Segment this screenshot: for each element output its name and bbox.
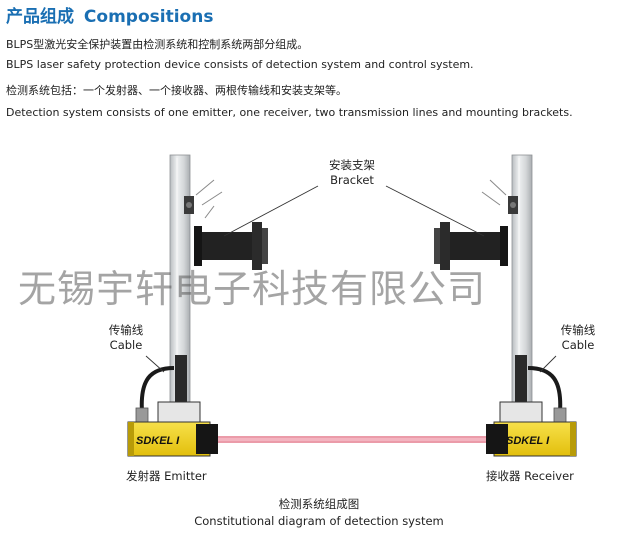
right-cable <box>527 366 563 413</box>
cable-right-cn: 传输线 <box>560 323 596 337</box>
desc-line-3: 检测系统包括：一个发射器、一个接收器、两根传输线和安装支架等。 <box>6 84 347 97</box>
emitter-label: 发射器 Emitter <box>126 469 207 483</box>
title-en: Compositions <box>83 7 214 27</box>
diagram-caption-en: Constitutional diagram of detection syst… <box>194 514 444 528</box>
desc-line-1: BLPS型激光安全保护装置由检测系统和控制系统两部分组成。 <box>6 38 309 51</box>
receiver-brand: SDKEL I <box>506 435 550 447</box>
emitter-brand: SDKEL I <box>136 435 180 447</box>
emitter-unit <box>127 421 218 457</box>
title-cn: 产品组成 <box>6 7 74 27</box>
desc-line-4: Detection system consists of one emitter… <box>6 106 573 119</box>
cable-label-left: 传输线 Cable <box>96 323 156 353</box>
desc-line-2: BLPS laser safety protection device cons… <box>6 58 474 71</box>
section-title: 产品组成 Compositions <box>6 2 213 27</box>
right-column <box>511 154 533 421</box>
right-bracket <box>434 179 518 270</box>
cable-left-en: Cable <box>109 338 143 352</box>
bracket-leader-left <box>223 185 319 237</box>
bracket-leader-right <box>385 185 485 237</box>
bracket-label-cn: 安装支架 <box>329 158 375 172</box>
cable-right-en: Cable <box>561 338 595 352</box>
bracket-label-en: Bracket <box>330 173 374 187</box>
bracket-label: 安装支架 Bracket <box>310 158 394 188</box>
receiver-label: 接收器 Receiver <box>486 469 574 483</box>
left-bracket <box>184 179 268 270</box>
diagram-caption-cn: 检测系统组成图 <box>278 497 360 511</box>
cable-label-right: 传输线 Cable <box>548 323 608 353</box>
company-watermark: 无锡宇轩电子科技有限公司 <box>18 267 487 311</box>
receiver-unit <box>486 421 577 457</box>
left-cable <box>139 366 175 413</box>
cable-left-cn: 传输线 <box>108 323 144 337</box>
